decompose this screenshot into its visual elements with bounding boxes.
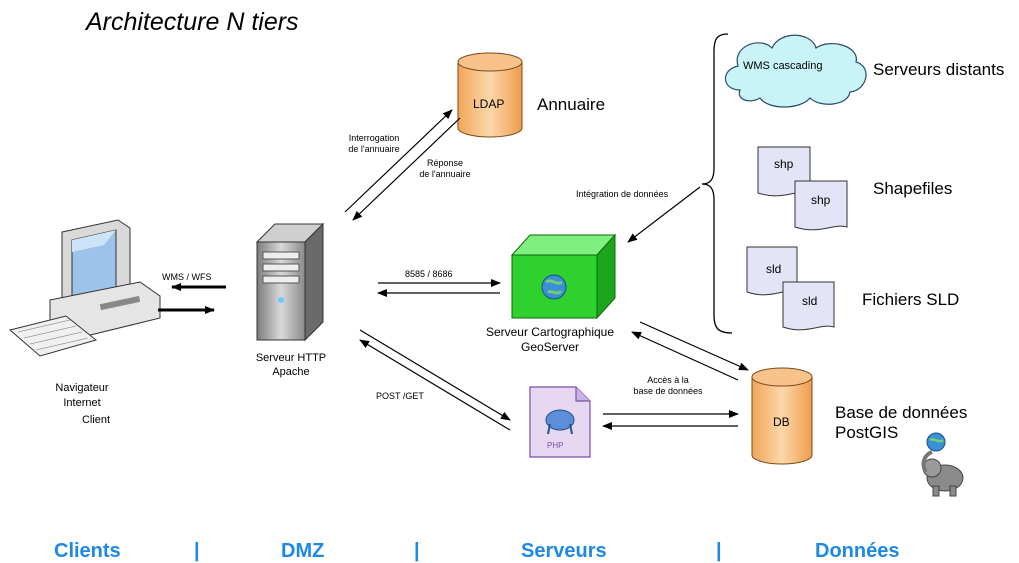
reponse-line1: Réponse xyxy=(426,158,464,168)
php-file-icon xyxy=(529,386,591,458)
serveurs-distants-caption: Serveurs distants xyxy=(873,60,1005,79)
db-label: DB xyxy=(773,415,790,429)
sld-label-2: sld xyxy=(802,294,818,308)
footer-clients: Clients xyxy=(54,540,121,562)
sld-file-icon xyxy=(746,246,835,331)
shapefiles-caption: Shapefiles xyxy=(873,179,953,198)
db-database-icon xyxy=(751,367,813,465)
client-caption-line3: Client xyxy=(81,414,111,426)
footer-separator-1: | xyxy=(194,540,200,562)
footer-serveurs: Serveurs xyxy=(521,540,607,562)
wms-wfs-label: WMS / WFS xyxy=(162,272,212,282)
ldap-database-icon xyxy=(457,52,523,138)
reponse-line2: de l'annuaire xyxy=(419,169,471,179)
geoserver-caption-line1: Serveur Cartographique xyxy=(485,325,615,339)
server-tower-icon xyxy=(255,222,325,342)
footer-donnees: Données xyxy=(815,540,900,562)
integration-label: Intégration de données xyxy=(576,189,669,199)
footer-dmz: DMZ xyxy=(281,540,325,562)
apache-caption-line1: Serveur HTTP xyxy=(255,352,327,364)
geoserver-caption-line2: GeoServer xyxy=(520,340,580,354)
apache-caption-line2: Apache xyxy=(272,366,310,378)
wms-cascading-label: WMS cascading xyxy=(743,60,823,72)
client-caption-line1: Navigateur xyxy=(55,382,109,394)
db-caption-line2: PostGIS xyxy=(835,423,899,442)
geoserver-cube-icon xyxy=(510,233,617,320)
acces-line1: Accès à la xyxy=(647,375,689,385)
db-caption-line1: Base de données xyxy=(835,403,968,422)
elephant-icon xyxy=(921,432,964,497)
post-get-label: POST /GET xyxy=(376,391,424,401)
client-caption-line2: Internet xyxy=(63,397,101,409)
shapefile-icon xyxy=(757,146,848,231)
computer-icon xyxy=(8,219,161,357)
footer-separator-2: | xyxy=(414,540,420,562)
connection-arrows xyxy=(344,109,749,431)
cloud-icon xyxy=(724,34,867,108)
shp-label-1: shp xyxy=(774,157,794,171)
shp-label-2: shp xyxy=(811,193,831,207)
diagram-title: Architecture N tiers xyxy=(86,8,299,36)
ports-label: 8585 / 8686 xyxy=(405,269,453,279)
ldap-label: LDAP xyxy=(473,97,505,111)
interrogation-line2: de l'annuaire xyxy=(348,144,400,154)
acces-line2: base de données xyxy=(633,386,703,396)
curly-brace xyxy=(701,33,733,334)
sld-label-1: sld xyxy=(766,262,782,276)
annuaire-caption: Annuaire xyxy=(537,95,606,114)
footer-separator-3: | xyxy=(716,540,722,562)
interrogation-line1: Interrogation xyxy=(348,133,400,143)
fichiers-sld-caption: Fichiers SLD xyxy=(862,290,960,309)
php-label: PHP xyxy=(547,441,564,450)
client-apache-arrows xyxy=(158,283,226,314)
